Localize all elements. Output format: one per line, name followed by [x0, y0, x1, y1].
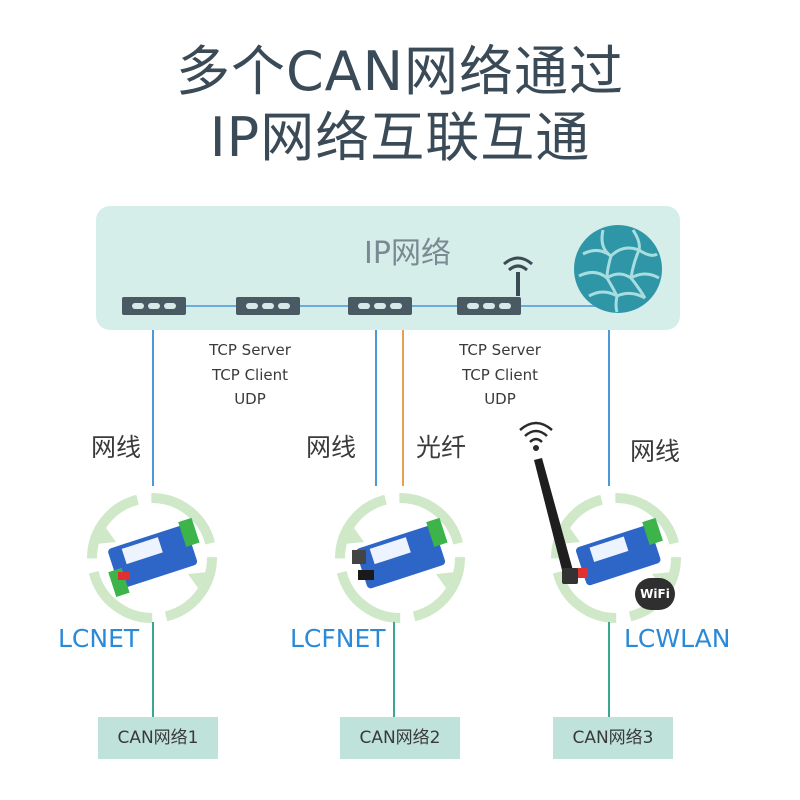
antenna-icon: [534, 458, 578, 584]
protocol-tcp-server: TCP Server: [209, 341, 291, 359]
protocol-list-left: TCP Server TCP Client UDP: [190, 338, 310, 412]
medium-label-cable: 网线: [630, 437, 681, 466]
can-line: [393, 622, 395, 717]
protocol-tcp-client: TCP Client: [212, 365, 288, 384]
network-switch-icon: [348, 297, 412, 315]
protocol-tcp-client: TCP Client: [462, 365, 538, 384]
protocol-udp: UDP: [484, 390, 516, 408]
title-line-1: 多个CAN网络通过: [175, 40, 625, 103]
protocol-tcp-server: TCP Server: [459, 341, 541, 359]
can-network-box: CAN网络2: [340, 717, 460, 759]
globe-icon: [574, 225, 662, 313]
protocol-udp: UDP: [234, 390, 266, 408]
network-switch-icon: [236, 297, 300, 315]
ethernet-line: [608, 330, 610, 486]
ethernet-line: [375, 330, 377, 486]
device-name-lcnet: LCNET: [58, 624, 140, 653]
can-network-box: CAN网络1: [98, 717, 218, 759]
title-line-2: IP网络互联互通: [209, 106, 591, 169]
can-network-box: CAN网络3: [553, 717, 673, 759]
medium-label-cable: 网线: [91, 433, 142, 462]
medium-label-cable: 网线: [306, 433, 357, 462]
wifi-badge: WiFi: [635, 578, 675, 610]
device-name-lcwlan: LCWLAN: [624, 624, 731, 653]
ip-network-label: IP网络: [364, 236, 451, 271]
medium-label-fiber: 光纤: [416, 433, 467, 462]
fiber-line: [402, 330, 404, 486]
network-switch-icon: [457, 297, 521, 315]
can-line: [152, 622, 154, 717]
device-name-lcfnet: LCFNET: [290, 624, 386, 653]
device-lcnet: [87, 493, 217, 623]
device-lcwlan: [551, 493, 681, 623]
wifi-signal-icon: [519, 421, 553, 451]
wifi-signal-icon: [503, 256, 533, 296]
device-lcfnet: [335, 493, 465, 623]
network-switch-icon: [122, 297, 186, 315]
protocol-list-right: TCP Server TCP Client UDP: [440, 338, 560, 412]
can-line: [608, 622, 610, 717]
ethernet-line: [152, 330, 154, 486]
